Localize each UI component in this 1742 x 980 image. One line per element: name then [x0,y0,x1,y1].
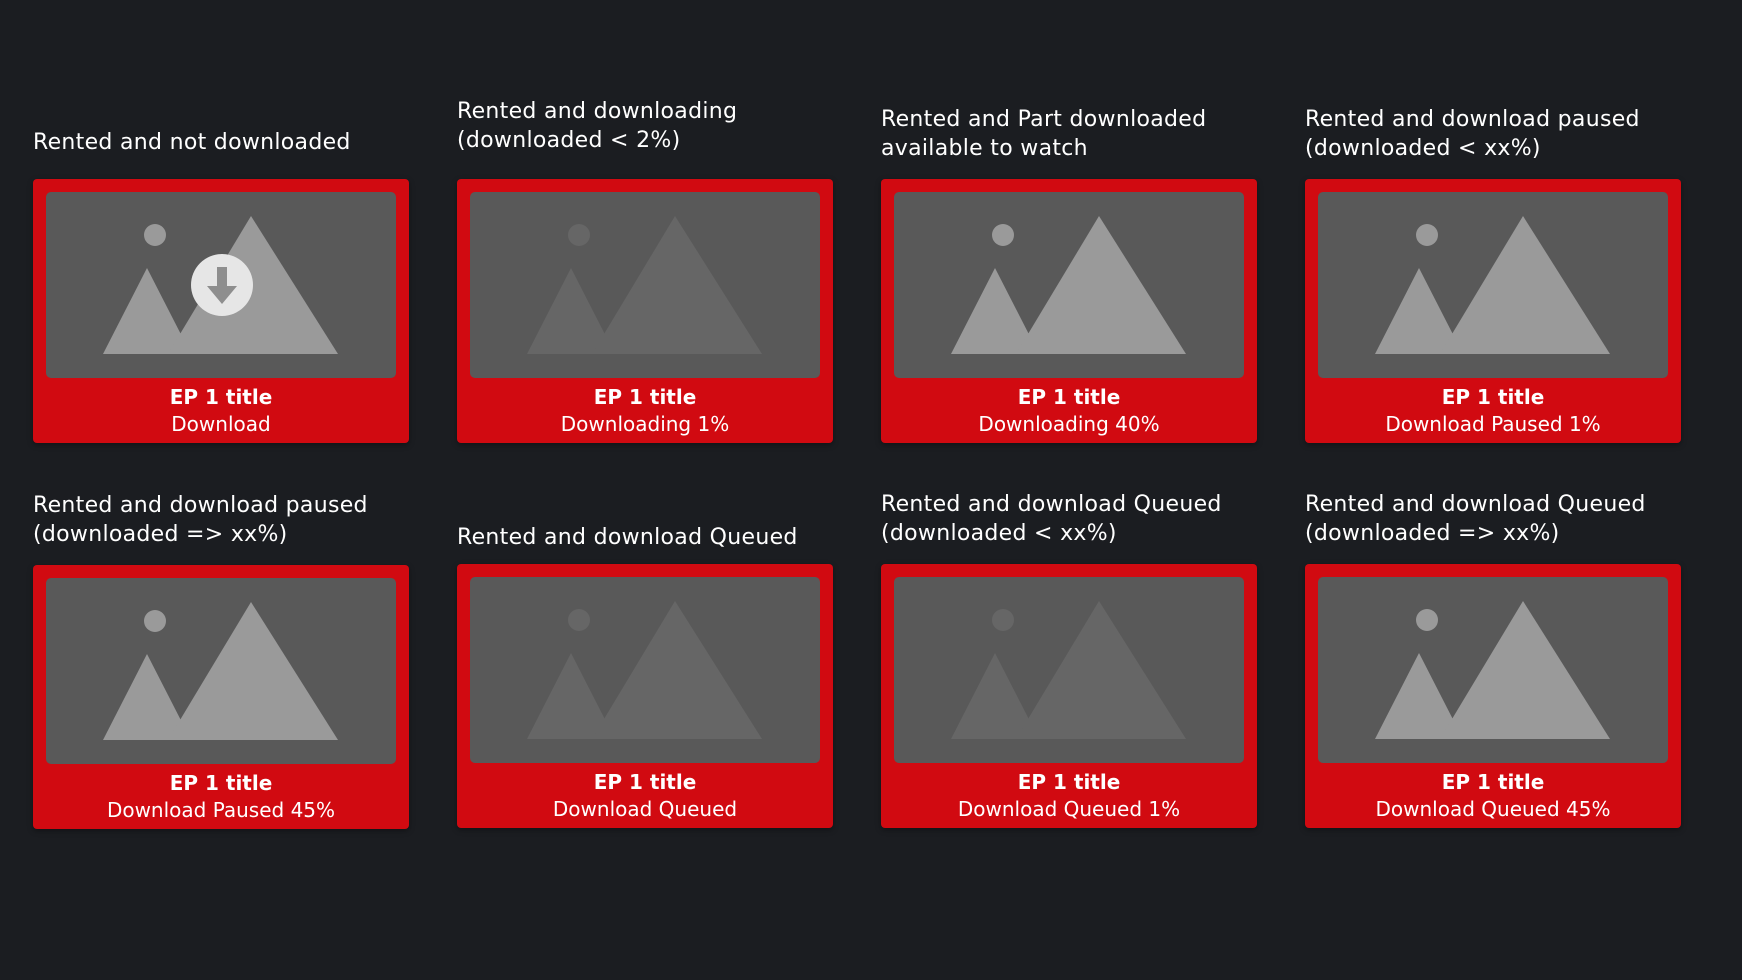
card-caption: Rented and download Queued (downloaded =… [1305,492,1646,546]
card-caption: Rented and download paused (downloaded =… [33,493,368,547]
episode-title: EP 1 title [169,771,273,795]
episode-card[interactable]: EP 1 title Downloading 40% [881,179,1257,443]
sun-shape [1416,609,1438,631]
image-placeholder-icon [1375,601,1610,739]
download-status-label: Download Queued 45% [1375,797,1611,821]
small-mountain-shape [1375,268,1463,354]
sun-shape [992,224,1014,246]
episode-title: EP 1 title [169,385,273,409]
small-mountain-shape [1375,653,1463,739]
card-caption: Rented and download paused (downloaded <… [1305,107,1640,161]
large-mountain-shape [1440,216,1610,354]
episode-thumbnail [1318,192,1668,378]
episode-title: EP 1 title [1017,770,1121,794]
download-status-label: Download Queued [552,797,738,821]
large-mountain-shape [1016,216,1186,354]
episode-title: EP 1 title [1017,385,1121,409]
large-mountain-shape [592,216,762,354]
episode-card[interactable]: EP 1 title Download Queued [457,564,833,828]
episode-card[interactable]: EP 1 title Download [33,179,409,443]
download-status-label: Download Queued 1% [957,797,1181,821]
small-mountain-shape [951,653,1039,739]
large-mountain-shape [168,602,338,740]
download-status-label: Downloading 1% [560,412,730,436]
episode-thumbnail [894,577,1244,763]
card-caption: Rented and Part downloaded available to … [881,107,1207,161]
small-mountain-shape [527,653,615,739]
episode-thumbnail [470,192,820,378]
download-status-label: Downloading 40% [978,412,1160,436]
episode-thumbnail [470,577,820,763]
sun-shape [144,224,166,246]
card-caption: Rented and download Queued (downloaded <… [881,492,1222,546]
image-placeholder-icon [527,216,762,354]
episode-card[interactable]: EP 1 title Downloading 1% [457,179,833,443]
sun-shape [1416,224,1438,246]
card-caption: Rented and not downloaded [33,130,351,155]
small-mountain-shape [103,654,191,740]
sun-shape [568,224,590,246]
episode-card[interactable]: EP 1 title Download Paused 45% [33,565,409,829]
image-placeholder-icon [103,602,338,740]
download-status-label: Download Paused 45% [106,798,336,822]
image-placeholder-icon [951,601,1186,739]
image-placeholder-icon [103,216,338,354]
image-placeholder-icon [527,601,762,739]
small-mountain-shape [103,268,191,354]
episode-card[interactable]: EP 1 title Download Queued 1% [881,564,1257,828]
episode-thumbnail [46,578,396,764]
small-mountain-shape [527,268,615,354]
download-arrow-icon[interactable] [191,254,253,316]
episode-thumbnail [46,192,396,378]
sun-shape [568,609,590,631]
episode-thumbnail [894,192,1244,378]
small-mountain-shape [951,268,1039,354]
episode-title: EP 1 title [593,385,697,409]
large-mountain-shape [1016,601,1186,739]
image-placeholder-icon [951,216,1186,354]
download-status-label: Download Paused 1% [1385,412,1601,436]
episode-title: EP 1 title [1441,770,1545,794]
large-mountain-shape [1440,601,1610,739]
episode-thumbnail [1318,577,1668,763]
episode-card[interactable]: EP 1 title Download Queued 45% [1305,564,1681,828]
card-caption: Rented and download Queued [457,525,798,550]
download-status-label: Download [171,412,271,436]
sun-shape [144,610,166,632]
card-caption: Rented and downloading (downloaded < 2%) [457,99,738,153]
episode-title: EP 1 title [593,770,697,794]
large-mountain-shape [592,601,762,739]
episode-title: EP 1 title [1441,385,1545,409]
image-placeholder-icon [1375,216,1610,354]
sun-shape [992,609,1014,631]
episode-card[interactable]: EP 1 title Download Paused 1% [1305,179,1681,443]
